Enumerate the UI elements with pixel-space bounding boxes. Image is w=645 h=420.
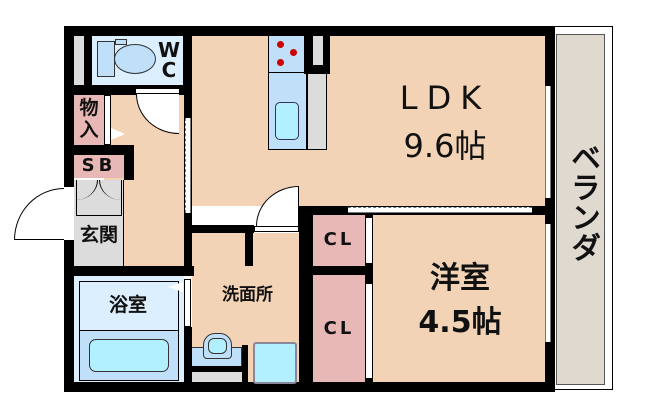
washroom-door[interactable]: [254, 226, 299, 232]
pillar-inner: [313, 36, 323, 65]
closet-lower: [313, 275, 365, 382]
storage-label-1: 物: [79, 97, 99, 119]
wall-wc-right: [183, 26, 193, 96]
entry-door[interactable]: [14, 188, 64, 240]
ldk-label: LDK: [399, 79, 491, 117]
wall-bath-right: [184, 327, 192, 387]
ldk-window[interactable]: [545, 86, 551, 198]
wall-storage-bottom: [64, 145, 134, 155]
storage-label-2: 入: [79, 119, 99, 141]
toilet-tank-top-icon: [115, 39, 127, 45]
vanity-basin-inner: [208, 338, 227, 354]
wall-closet-mid: [313, 266, 373, 275]
entry-door-gap: [64, 186, 74, 241]
vanity-base: [192, 372, 242, 382]
sink-icon: [275, 102, 299, 140]
closet-upper-door[interactable]: [365, 217, 373, 264]
western-room: [373, 215, 545, 382]
bathroom-label: 浴室: [108, 294, 147, 316]
wall-bottom: [64, 382, 555, 392]
closet-lower-door[interactable]: [365, 283, 373, 379]
wall-wc-bottom: [64, 85, 194, 95]
storage-door-arrow-icon: [111, 128, 125, 140]
wall-top: [64, 26, 555, 36]
shoe-box: [74, 155, 124, 178]
entrance-label: 玄関: [79, 224, 118, 246]
wall-sb-right: [124, 145, 134, 180]
wall-ldk-bottom-left: [184, 225, 254, 233]
burner-icon-1: [277, 41, 284, 48]
closet-upper: [313, 215, 365, 266]
pipe-space: [74, 36, 84, 85]
storage-room: [74, 95, 104, 145]
hall-ldk-door[interactable]: [185, 118, 191, 213]
wall-wc-left: [84, 36, 92, 88]
closet-upper-label: CL: [323, 229, 355, 250]
bathtub-basin: [89, 339, 169, 372]
toilet-tank-icon: [97, 41, 115, 77]
ldk-size: 9.6帖: [403, 127, 487, 165]
veranda-label: ベランダ: [565, 142, 600, 262]
wall-bath-top: [64, 266, 194, 276]
washing-machine-space: [253, 342, 297, 384]
ldk-room: [192, 36, 545, 206]
burner-icon-3: [277, 59, 284, 66]
wall-vanity-side: [242, 345, 248, 385]
wc-label-c: C: [161, 58, 177, 82]
shoe-box-label: SB: [81, 155, 117, 176]
western-room-size: 4.5帖: [418, 305, 502, 340]
wall-washroom-stub2: [245, 233, 253, 266]
western-room-sliding-door[interactable]: [348, 207, 532, 213]
storage-door[interactable]: [104, 95, 111, 145]
stove: [268, 36, 307, 73]
veranda: [556, 34, 605, 385]
wall-ldk-bottom-mid: [299, 206, 313, 386]
toilet-bowl-icon: [114, 44, 156, 74]
closet-lower-label: CL: [323, 318, 355, 339]
western-room-label: 洋室: [430, 261, 490, 296]
bathroom-door[interactable]: [184, 279, 191, 327]
washroom-label: 洗面所: [222, 285, 273, 305]
wc-label-w: W: [157, 38, 181, 62]
bathroom-door-arrow-icon: [168, 282, 183, 292]
western-room-window[interactable]: [545, 224, 551, 342]
burner-icon-2: [290, 49, 297, 56]
wall-vanity: [192, 366, 244, 372]
